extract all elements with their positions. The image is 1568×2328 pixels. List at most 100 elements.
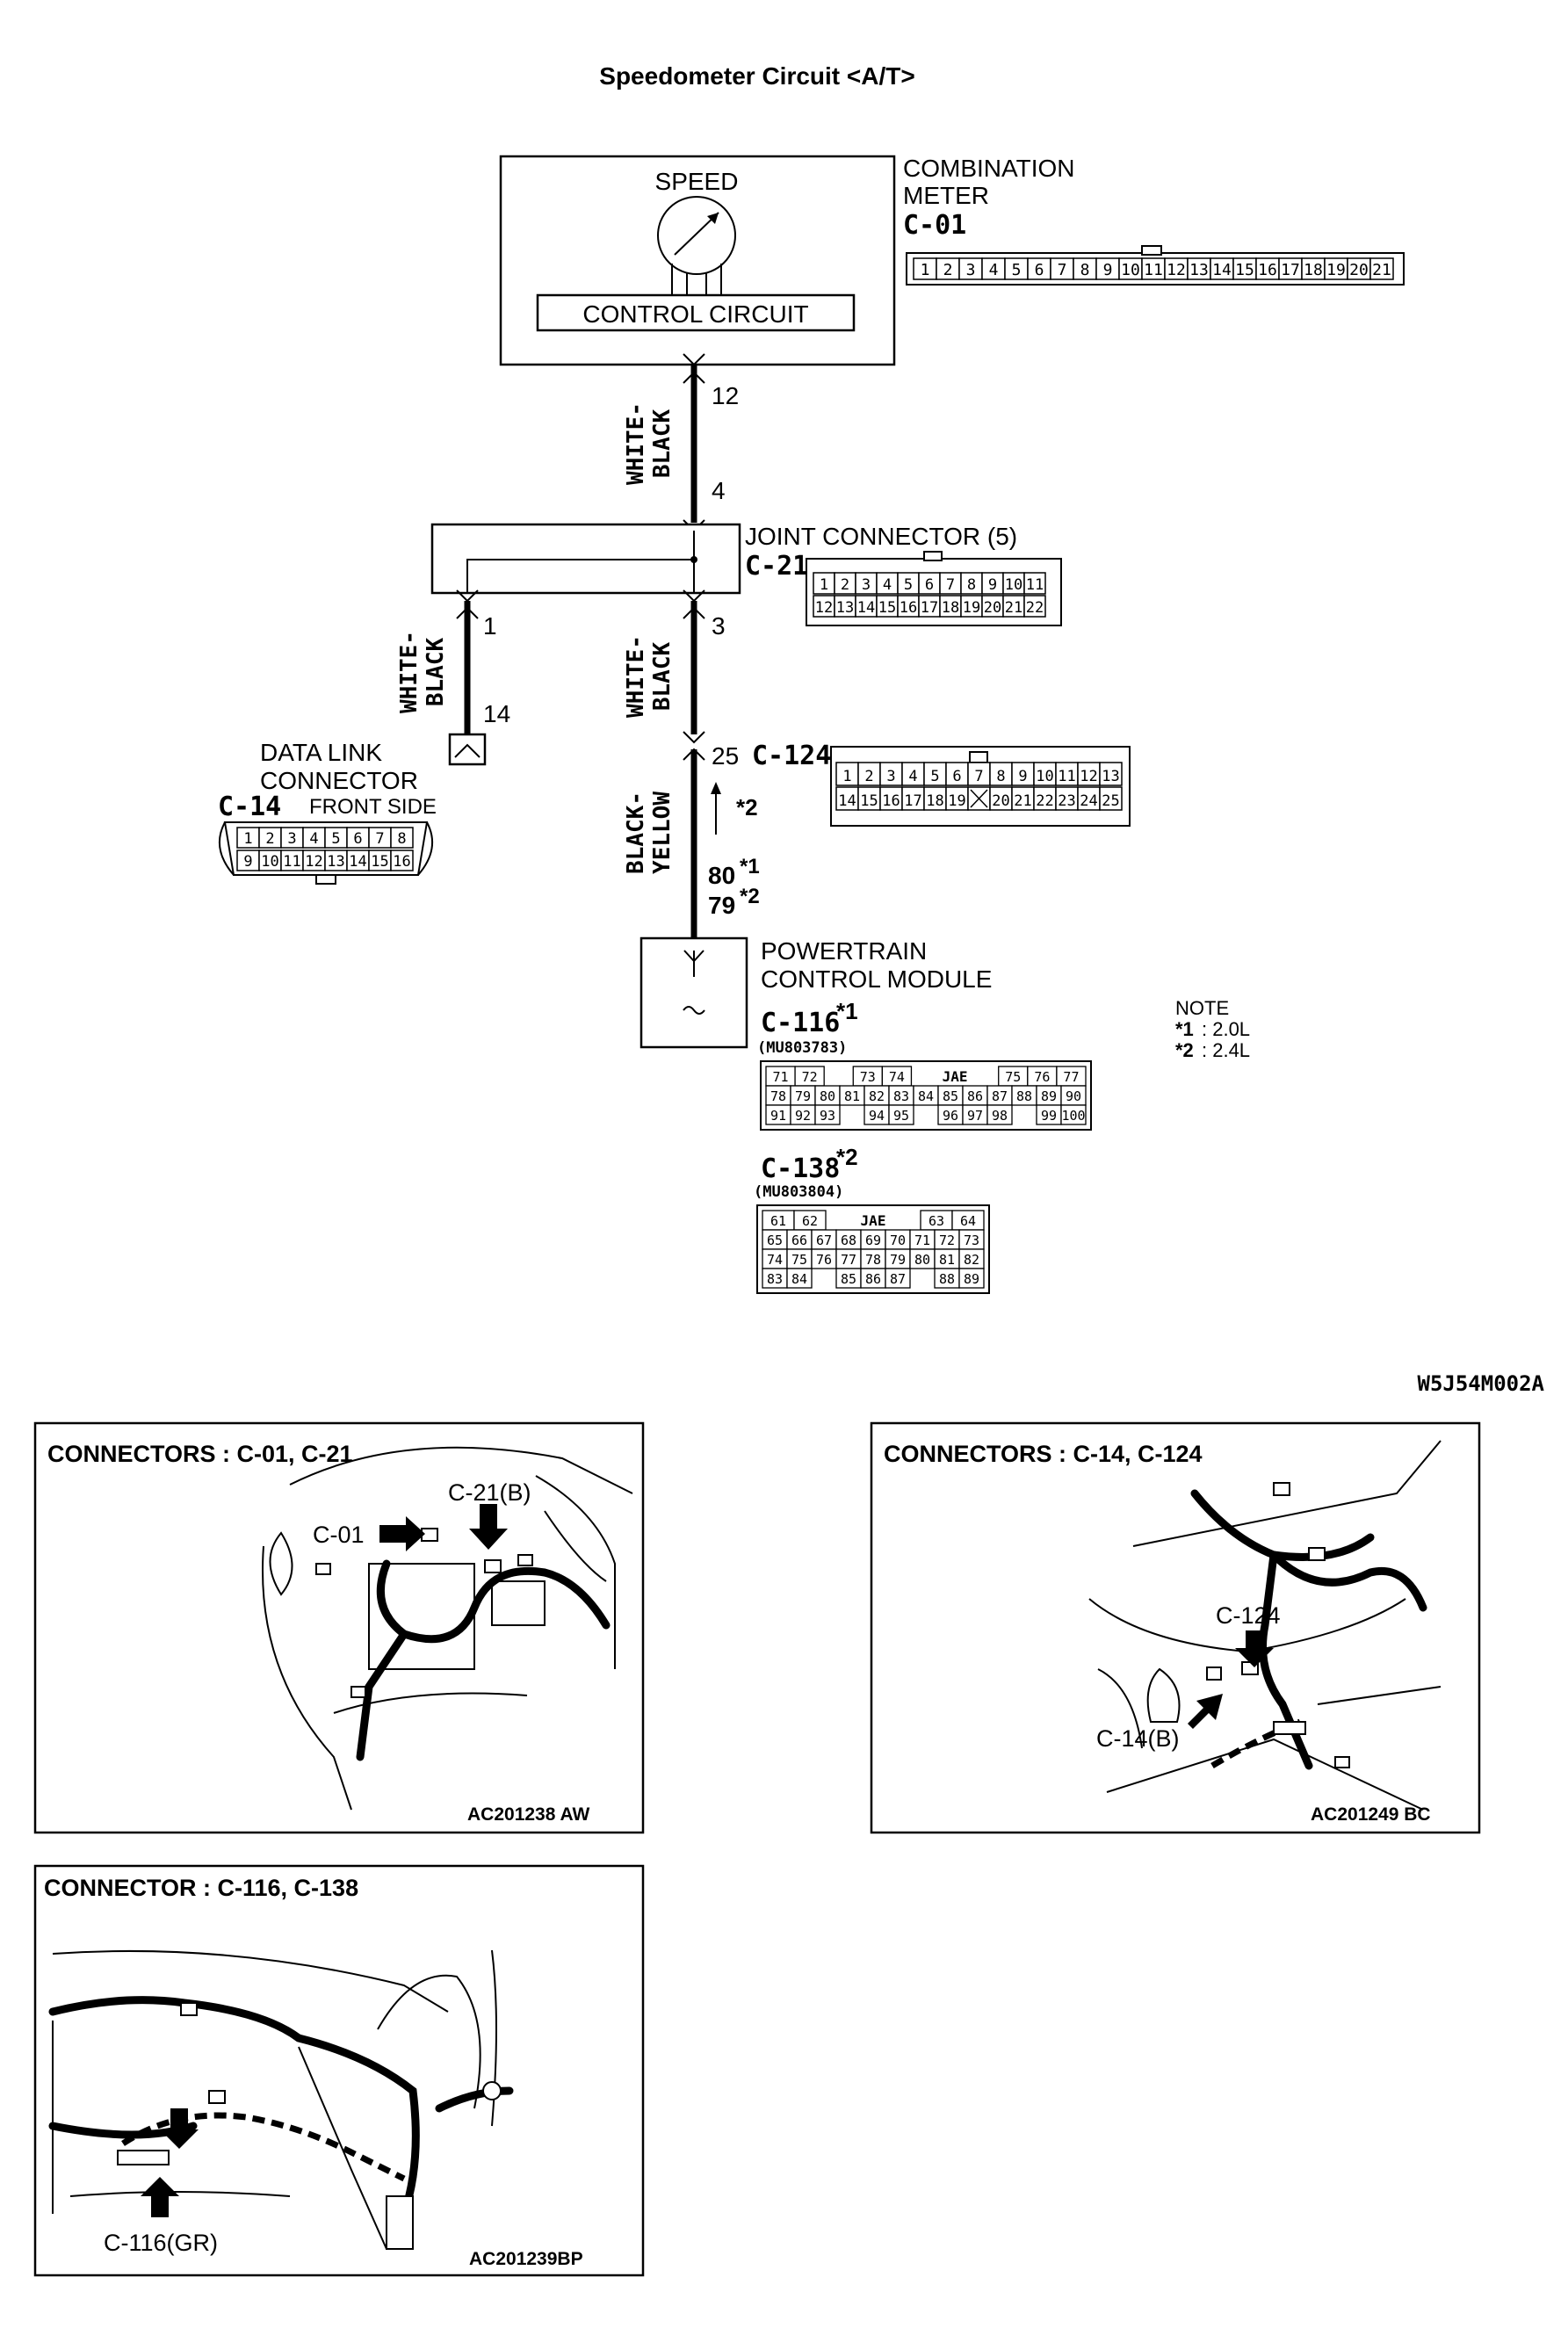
pin-number: 10 bbox=[261, 853, 278, 871]
pin-number: 16 bbox=[1258, 261, 1277, 279]
pin-number: 8 bbox=[967, 576, 976, 594]
pin-number: 15 bbox=[878, 599, 896, 617]
pcm-name-2: CONTROL MODULE bbox=[761, 965, 992, 993]
pin-number: 79 bbox=[795, 1088, 811, 1104]
jae-label: JAE bbox=[943, 1068, 968, 1085]
connector-c116-note: *1 bbox=[836, 998, 858, 1024]
pin-number: 25 bbox=[1102, 792, 1119, 810]
pin-number: 66 bbox=[791, 1233, 807, 1248]
pin-14: 14 bbox=[483, 700, 510, 727]
console-sketch-2-icon bbox=[1088, 1440, 1442, 1811]
pin-number: 85 bbox=[841, 1271, 856, 1287]
speed-gauge-label: SPEED bbox=[655, 168, 739, 195]
pin-number: 64 bbox=[960, 1213, 976, 1229]
pin-number: 7 bbox=[375, 830, 384, 848]
pin-cavity bbox=[1060, 1104, 1087, 1125]
combination-meter-name-1: COMBINATION bbox=[903, 155, 1074, 182]
pin-cavity bbox=[390, 850, 414, 871]
locator-2-code: AC201249 BC bbox=[1311, 1804, 1431, 1825]
pin-number: 62 bbox=[802, 1213, 818, 1229]
pin-number: 65 bbox=[767, 1233, 783, 1248]
wire-color-2a: WHITE- bbox=[396, 631, 423, 713]
pin-number: 100 bbox=[1061, 1108, 1085, 1124]
dlc-name-1: DATA LINK bbox=[260, 739, 382, 766]
pin-number: 14 bbox=[857, 599, 875, 617]
pin-cavity bbox=[939, 595, 962, 618]
pin-number: 5 bbox=[1012, 261, 1022, 279]
pin-number: 15 bbox=[371, 853, 388, 871]
pin-number: 21 bbox=[1005, 599, 1022, 617]
joint-connector-box bbox=[430, 523, 741, 595]
pin-number: 17 bbox=[1281, 261, 1300, 279]
pin-number: 10 bbox=[1121, 261, 1140, 279]
pin-cavity bbox=[813, 572, 835, 595]
pin-cavity bbox=[1004, 257, 1029, 280]
pin-number: 99 bbox=[1041, 1108, 1057, 1124]
pin-number: 83 bbox=[893, 1088, 909, 1104]
joint-connector-name: JOINT CONNECTOR (5) bbox=[745, 523, 1017, 550]
pin-number: 1 bbox=[842, 768, 851, 785]
pin-cavity bbox=[939, 572, 962, 595]
pin-cavity bbox=[879, 786, 903, 811]
locator-panel-c14-c124: CONNECTORS : C-14, C-124 C-124 C-14(B) A… bbox=[870, 1421, 1481, 1834]
pin-number: 8 bbox=[397, 830, 406, 848]
wire-color-3a: WHITE- bbox=[623, 635, 649, 718]
pin-number: 13 bbox=[327, 853, 344, 871]
wire-color-2b: BLACK bbox=[423, 638, 449, 707]
pin-number: 15 bbox=[860, 792, 878, 810]
wire-c124-to-pcm bbox=[683, 748, 721, 938]
pin-number: 92 bbox=[795, 1108, 811, 1124]
locator-3-code: AC201239BP bbox=[469, 2249, 583, 2269]
pin-number: 81 bbox=[939, 1252, 955, 1268]
pin-3: 3 bbox=[712, 612, 726, 640]
pin-number: 9 bbox=[1018, 768, 1027, 785]
locator-panel-c01-c21: CONNECTORS : C-01, C-21 C-01 C-21(B) AC2… bbox=[33, 1421, 645, 1834]
pin-cavity bbox=[855, 572, 878, 595]
pin-cavity bbox=[918, 572, 941, 595]
pin-number: 81 bbox=[844, 1088, 860, 1104]
pin-number: 68 bbox=[841, 1233, 856, 1248]
pin-number: 82 bbox=[869, 1088, 885, 1104]
connector-c14-edge bbox=[417, 821, 433, 876]
locator-1-title: CONNECTORS : C-01, C-21 bbox=[47, 1441, 353, 1467]
connector-c01-latch bbox=[1141, 245, 1162, 256]
blank-cavity-mark bbox=[970, 789, 988, 808]
pin-cavity bbox=[1164, 257, 1189, 280]
pin-number: 98 bbox=[992, 1108, 1008, 1124]
pin-cavity bbox=[1232, 257, 1257, 280]
pin-number: 96 bbox=[943, 1108, 958, 1124]
pin-number: 16 bbox=[882, 792, 900, 810]
locator-3-title: CONNECTOR : C-116, C-138 bbox=[44, 1875, 358, 1901]
pin-cavity bbox=[1055, 762, 1079, 786]
pin-number: 16 bbox=[393, 853, 410, 871]
pin-80: 80 bbox=[708, 862, 735, 889]
pin-number: 4 bbox=[989, 261, 999, 279]
connector-c21-latch bbox=[923, 551, 943, 561]
pin-cavity bbox=[981, 595, 1004, 618]
pin-number: 72 bbox=[802, 1069, 818, 1085]
dlc-front-side: FRONT SIDE bbox=[309, 795, 437, 819]
pin-number: 89 bbox=[964, 1271, 979, 1287]
speedometer-gauge-icon bbox=[657, 196, 736, 295]
pin-cavity bbox=[1073, 257, 1097, 280]
pin-number: 6 bbox=[952, 768, 961, 785]
pin-number: 7 bbox=[946, 576, 955, 594]
pin-number: 20 bbox=[984, 599, 1001, 617]
pin-number: 1 bbox=[921, 261, 930, 279]
pin-cavity bbox=[814, 1104, 841, 1125]
pin-cavity bbox=[936, 257, 960, 280]
pin-number: 8 bbox=[1080, 261, 1090, 279]
pin-number: 12 bbox=[1167, 261, 1186, 279]
pin-number: 88 bbox=[1016, 1088, 1032, 1104]
pin-number: 89 bbox=[1041, 1088, 1057, 1104]
connector-c138-label: C-138 bbox=[761, 1153, 840, 1184]
pin-number: 93 bbox=[820, 1108, 835, 1124]
pin-number: 9 bbox=[988, 576, 997, 594]
pin-number: 72 bbox=[939, 1233, 955, 1248]
pin-number: 74 bbox=[767, 1252, 783, 1268]
pin-cavity bbox=[885, 1268, 911, 1289]
